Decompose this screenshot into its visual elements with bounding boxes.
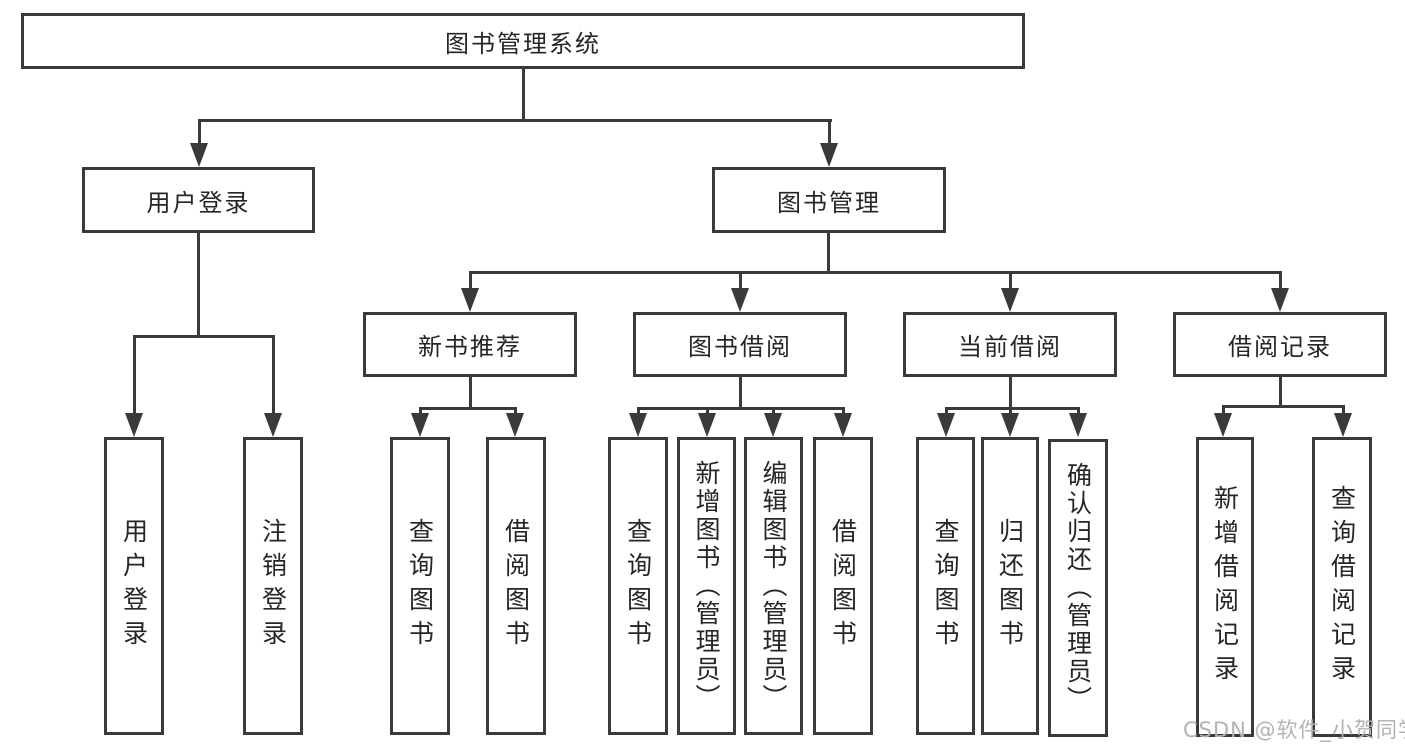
connector-bar — [133, 335, 275, 338]
node-query-borrow-record: 查询借阅记录 — [1312, 437, 1372, 737]
arrow-down-icon — [506, 413, 524, 437]
arrow-down-icon — [1271, 288, 1289, 312]
connector-stem — [827, 233, 830, 271]
node-user-login: 用户登录 — [82, 167, 315, 233]
arrow-down-icon — [834, 413, 852, 437]
node-borrowing-records: 借阅记录 — [1173, 312, 1387, 377]
node-book-management: 图书管理 — [712, 167, 946, 233]
arrow-down-icon — [1001, 288, 1019, 312]
connector-stem — [522, 68, 525, 120]
node-confirm-return-admin: 确认归还（管理员） — [1048, 439, 1108, 737]
arrow-down-icon — [629, 413, 647, 437]
connector-bar — [637, 407, 844, 410]
arrow-down-icon — [190, 143, 208, 167]
connector-stem — [1009, 271, 1012, 291]
arrow-down-icon — [698, 413, 716, 437]
arrow-down-icon — [1001, 413, 1019, 437]
connector-stem — [739, 271, 742, 291]
node-borrow-books: 借阅图书 — [486, 437, 546, 735]
arrow-down-icon — [125, 413, 143, 437]
node-return-books: 归还图书 — [981, 437, 1039, 735]
arrow-down-icon — [764, 413, 782, 437]
connector-stem — [419, 407, 422, 415]
connector-bar — [469, 271, 1282, 274]
connector-stem — [1279, 271, 1282, 291]
arrow-down-icon — [1214, 413, 1232, 437]
node-library-management-system: 图书管理系统 — [21, 13, 1025, 69]
connector-stem — [828, 119, 831, 146]
connector-stem — [637, 407, 640, 415]
connector-stem — [1279, 377, 1282, 405]
connector-stem — [469, 377, 472, 407]
connector-stem — [198, 119, 201, 146]
connector-stem — [772, 407, 775, 415]
node-add-borrow-record: 新增借阅记录 — [1196, 437, 1254, 737]
arrow-down-icon — [1334, 413, 1352, 437]
connector-stem — [1009, 377, 1012, 407]
connector-stem — [739, 377, 742, 407]
node-new-book-recommendation: 新书推荐 — [363, 312, 577, 377]
connector-bar — [419, 407, 517, 410]
node-add-books-admin: 新增图书（管理员） — [677, 437, 736, 735]
connector-stem — [1222, 405, 1225, 415]
watermark: CSDN @软件_小贺同学 — [1183, 718, 1405, 742]
arrow-down-icon — [264, 413, 282, 437]
arrow-down-icon — [731, 288, 749, 312]
node-book-borrowing: 图书借阅 — [633, 312, 847, 377]
connector-stem — [1009, 407, 1012, 415]
connector-stem — [514, 407, 517, 415]
connector-bar — [198, 119, 832, 122]
arrow-down-icon — [937, 413, 955, 437]
connector-stem — [272, 335, 275, 415]
node-query-books: 查询图书 — [390, 437, 450, 735]
connector-stem — [945, 407, 948, 415]
connector-stem — [706, 407, 709, 415]
arrow-down-icon — [1069, 413, 1087, 437]
node-current-borrowing: 当前借阅 — [903, 312, 1117, 377]
connector-bar — [945, 407, 1079, 410]
node-user-login-leaf: 用户登录 — [104, 437, 164, 735]
connector-stem — [469, 271, 472, 291]
connector-stem — [842, 407, 845, 415]
connector-stem — [1077, 407, 1080, 415]
arrow-down-icon — [820, 143, 838, 167]
connector-bar — [1222, 405, 1344, 408]
arrow-down-icon — [411, 413, 429, 437]
connector-stem — [1342, 405, 1345, 415]
node-query-books: 查询图书 — [916, 437, 975, 735]
node-logout: 注销登录 — [243, 437, 303, 735]
arrow-down-icon — [461, 288, 479, 312]
connector-stem — [197, 233, 200, 335]
node-edit-books-admin: 编辑图书（管理员） — [744, 437, 803, 735]
node-query-books: 查询图书 — [608, 437, 668, 735]
node-borrow-books: 借阅图书 — [813, 437, 873, 735]
connector-stem — [133, 335, 136, 415]
